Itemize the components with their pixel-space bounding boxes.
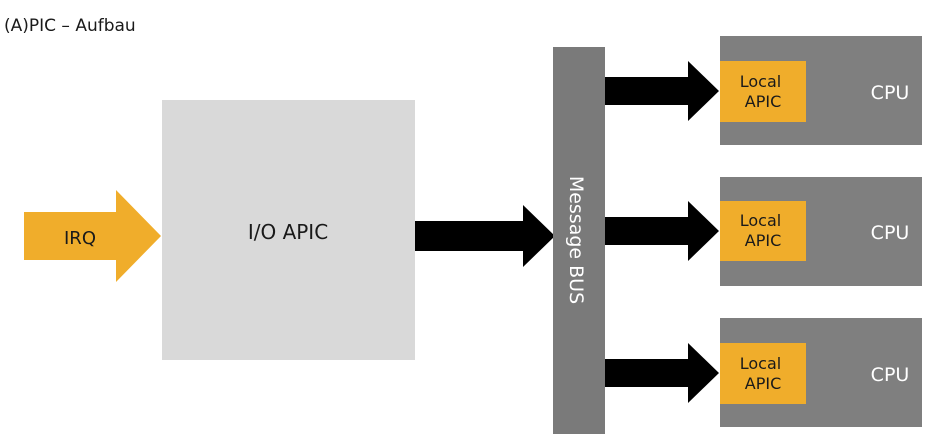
- local-apic-box-1: [720, 61, 806, 122]
- local-apic-line1-2: Local: [740, 211, 781, 230]
- cpu-label-2: CPU: [871, 222, 910, 244]
- local-apic-box-3: [720, 343, 806, 404]
- local-apic-line2-2: APIC: [745, 231, 781, 250]
- bus-to-cpu-arrow-1: [605, 61, 719, 121]
- irq-label: IRQ: [64, 228, 96, 249]
- message-bus: [553, 47, 605, 434]
- irq-arrow: [24, 190, 161, 282]
- message-bus-label: Message BUS: [565, 176, 587, 304]
- local-apic-line1-3: Local: [740, 354, 781, 373]
- io-apic-box: [162, 100, 415, 360]
- io-to-bus-arrow: [415, 205, 555, 267]
- bus-to-cpu-arrow-3: [605, 343, 719, 403]
- local-apic-label-2: Local APIC: [740, 211, 787, 250]
- local-apic-box-2: [720, 201, 806, 261]
- diagram-title: (A)PIC – Aufbau: [4, 16, 136, 36]
- bus-to-cpu-arrow-2: [605, 201, 719, 261]
- local-apic-label-1: Local APIC: [740, 72, 787, 111]
- local-apic-label-3: Local APIC: [740, 354, 787, 393]
- local-apic-line2-3: APIC: [745, 374, 781, 393]
- cpu-label-3: CPU: [871, 364, 910, 386]
- local-apic-line1-1: Local: [740, 72, 781, 91]
- cpu-label-1: CPU: [871, 82, 910, 104]
- io-apic-label: I/O APIC: [248, 220, 328, 244]
- local-apic-line2-1: APIC: [745, 92, 781, 111]
